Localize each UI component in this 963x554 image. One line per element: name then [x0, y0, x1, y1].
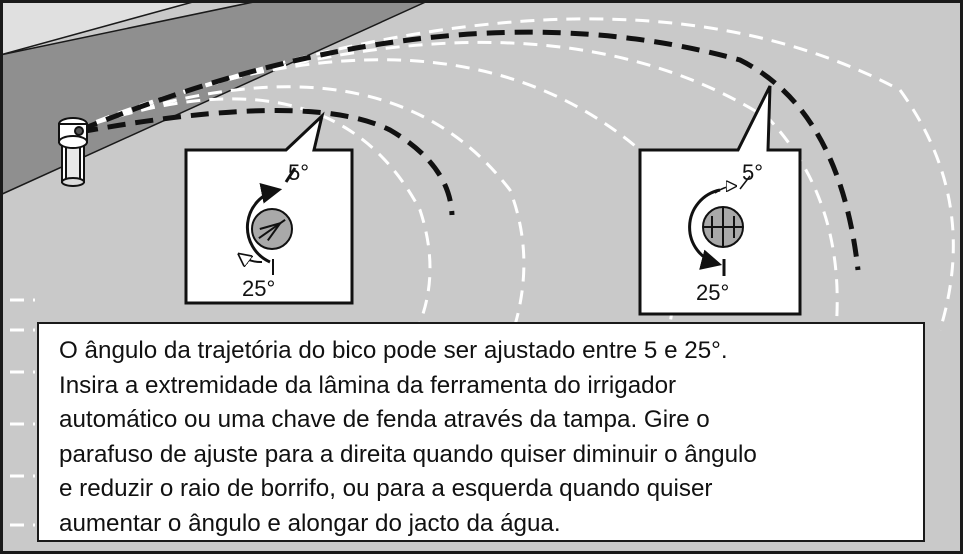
caption-box: O ângulo da trajetória do bico pode ser …	[37, 322, 925, 542]
angle-top-label-right: 5°	[742, 160, 763, 185]
angle-bottom-label-right: 25°	[696, 280, 729, 305]
left-inset: 5° 25°	[184, 111, 354, 305]
caption-line-5: e reduzir o raio de borrifo, ou para a e…	[59, 475, 713, 502]
angle-bottom-label-left: 25°	[242, 276, 275, 301]
caption-line-2: Insira a extremidade da lâmina da ferram…	[59, 371, 677, 399]
rotation-arrow-left	[245, 183, 283, 264]
caption-line-4: parafuso de ajuste para a direita quando…	[59, 440, 757, 468]
angle-top-label-left: 5°	[288, 160, 309, 185]
tick-5-right	[739, 175, 751, 190]
road-strip-edge	[0, 0, 431, 196]
rotation-arrow-right	[688, 188, 723, 270]
caption-line-3: automático ou uma chave de fenda através…	[59, 406, 710, 433]
caption-line-6: aumentar o ângulo e alongar do jacto da …	[59, 509, 561, 537]
right-inset: 5° 25°	[638, 85, 802, 316]
sprinkler-head	[58, 117, 88, 187]
spray-trajectories-dark	[79, 29, 861, 271]
caption-line-1: O ângulo da trajetória do bico pode ser …	[59, 337, 728, 364]
tick-5-left	[284, 167, 297, 183]
